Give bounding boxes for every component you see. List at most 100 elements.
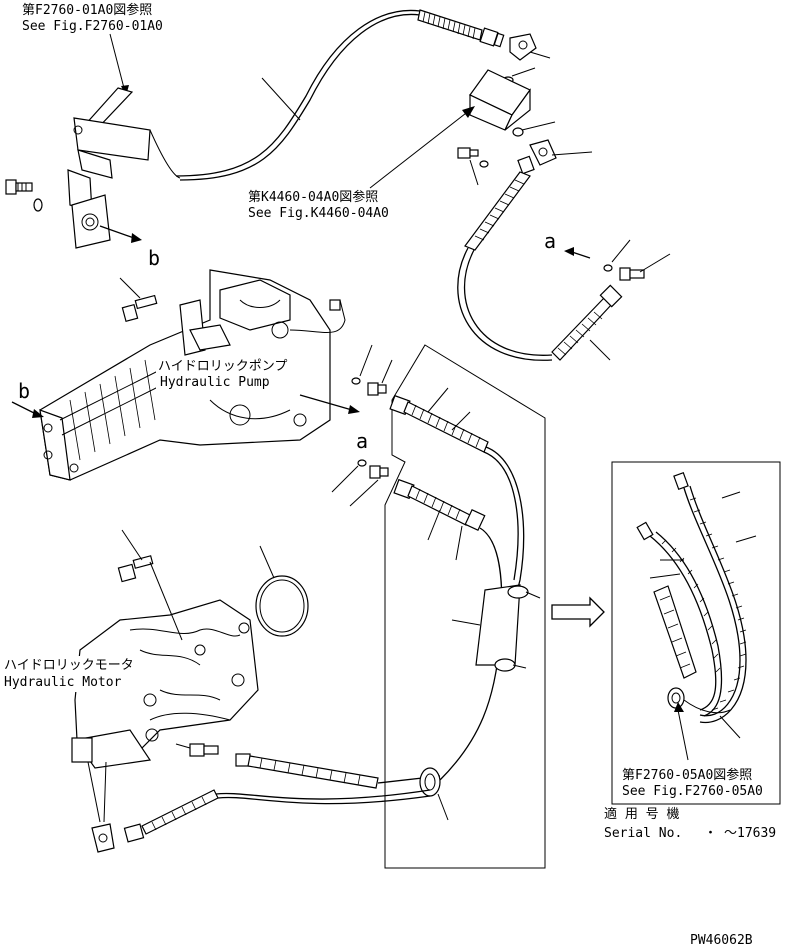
ref-middle-ja: 第K4460-04A0図参照 bbox=[248, 189, 378, 205]
leader-line bbox=[455, 525, 463, 561]
leader-line bbox=[649, 573, 681, 579]
leader-line bbox=[551, 151, 593, 156]
leader-line bbox=[639, 253, 671, 273]
elbow-bottom-left bbox=[91, 823, 115, 853]
leader-line bbox=[119, 277, 141, 299]
arrow-to-a bbox=[571, 251, 591, 259]
leader-line bbox=[121, 529, 143, 561]
hose-box-upper-line-edge bbox=[483, 451, 519, 581]
leader-line-ref-middle bbox=[369, 109, 471, 189]
figure-code: PW46062B bbox=[690, 933, 753, 948]
ref-inset-ja: 第F2760-05A0図参照 bbox=[622, 767, 752, 783]
inset-box bbox=[611, 461, 781, 805]
transition-arrow bbox=[551, 596, 605, 628]
hose-motor-lower bbox=[123, 789, 219, 843]
applicability-label: 適 用 号 機 bbox=[604, 806, 679, 822]
arrow-to-pump bbox=[11, 401, 37, 415]
elbow-fitting-top bbox=[509, 33, 537, 61]
leader-line bbox=[427, 387, 449, 413]
leader-line-inset-ref bbox=[677, 709, 689, 761]
serial-label: Serial No. bbox=[604, 826, 682, 841]
leader-line bbox=[529, 51, 551, 59]
hose-right-loop bbox=[457, 247, 553, 361]
leader-line bbox=[451, 619, 481, 626]
hose-box-upper-line bbox=[485, 446, 525, 601]
leader-line bbox=[109, 33, 126, 93]
inset-hoses bbox=[636, 471, 747, 724]
hydraulic-motor bbox=[71, 599, 259, 769]
ref-inset-en: See Fig.F2760-05A0 bbox=[622, 784, 763, 799]
clip-lower bbox=[494, 658, 527, 672]
valve-block bbox=[469, 69, 531, 131]
leader-line bbox=[381, 359, 393, 384]
leader-line bbox=[87, 761, 101, 823]
hose-right-lower-fitting bbox=[551, 284, 623, 361]
leader-line bbox=[331, 465, 359, 493]
arrow-head bbox=[674, 702, 684, 712]
leader-line bbox=[359, 344, 373, 377]
hose-motor-lower-line bbox=[215, 789, 431, 800]
motor-label-bg bbox=[2, 656, 134, 692]
leader-line bbox=[511, 67, 536, 77]
o-ring bbox=[357, 459, 367, 467]
adapter-fitting-lower bbox=[369, 465, 389, 479]
leader-line bbox=[103, 761, 107, 823]
pipe-assembly-top-left bbox=[67, 87, 181, 249]
arrow-head bbox=[564, 247, 574, 256]
adapter-fitting-upper bbox=[367, 382, 387, 396]
marker-b-lower: b bbox=[18, 379, 30, 403]
hose-box-upper bbox=[389, 394, 489, 453]
hose-fitting-top bbox=[417, 9, 505, 48]
o-ring bbox=[512, 127, 524, 137]
arrow-head bbox=[348, 405, 360, 414]
hose-right-fitting bbox=[464, 171, 531, 251]
leader-line bbox=[721, 491, 741, 499]
bolt-left bbox=[5, 179, 43, 212]
hose-top-long bbox=[179, 13, 421, 181]
marker-b-upper: b bbox=[148, 246, 160, 270]
hose-top-long-edge bbox=[175, 9, 421, 177]
arrow-head bbox=[462, 106, 475, 118]
leader-line bbox=[469, 159, 479, 186]
leader-line bbox=[451, 411, 471, 431]
marker-a-lower: a bbox=[356, 429, 368, 453]
leader-line bbox=[611, 239, 631, 263]
bolt-pump bbox=[121, 294, 158, 323]
serial-range: ～17639 bbox=[724, 826, 776, 841]
pump-label-ja: ハイドロリックポンプ bbox=[158, 359, 287, 374]
serial-dot: ・ bbox=[704, 826, 717, 841]
hose-right-loop-edge bbox=[463, 249, 553, 356]
marker-a-upper: a bbox=[544, 229, 556, 253]
motor-label-ja: ハイドロリックモータ bbox=[4, 658, 134, 673]
leader-line bbox=[149, 561, 183, 641]
o-ring-large-inner bbox=[259, 579, 305, 633]
arrow-head bbox=[32, 409, 44, 418]
hose-box-lower bbox=[393, 478, 486, 532]
leader-line bbox=[735, 535, 757, 543]
arrow-to-b bbox=[99, 225, 135, 239]
arrow-pump-a bbox=[299, 394, 353, 411]
o-ring-large bbox=[255, 575, 309, 637]
leader-line bbox=[437, 793, 449, 821]
assembly-outline bbox=[384, 344, 546, 869]
bolt-motor bbox=[117, 555, 154, 583]
plug-fitting bbox=[457, 147, 479, 159]
leader-line bbox=[261, 77, 301, 121]
clip-upper bbox=[507, 585, 541, 599]
arrow-head bbox=[131, 233, 142, 243]
adapter-motor bbox=[189, 743, 219, 757]
leader-line bbox=[349, 479, 379, 507]
ref-middle-en: See Fig.K4460-04A0 bbox=[248, 206, 389, 221]
ref-top-left-en: See Fig.F2760-01A0 bbox=[22, 19, 163, 34]
leader-line bbox=[719, 715, 741, 739]
leader-line bbox=[589, 339, 611, 361]
connector bbox=[175, 743, 191, 749]
pump-label-bg bbox=[156, 358, 298, 394]
leader-line bbox=[259, 545, 275, 579]
o-ring bbox=[479, 160, 489, 168]
hose-motor-lower-line-edge bbox=[217, 795, 431, 805]
pump-label-en: Hydraulic Pump bbox=[160, 375, 270, 390]
motor-label-en: Hydraulic Motor bbox=[4, 675, 122, 690]
o-ring bbox=[351, 377, 361, 385]
